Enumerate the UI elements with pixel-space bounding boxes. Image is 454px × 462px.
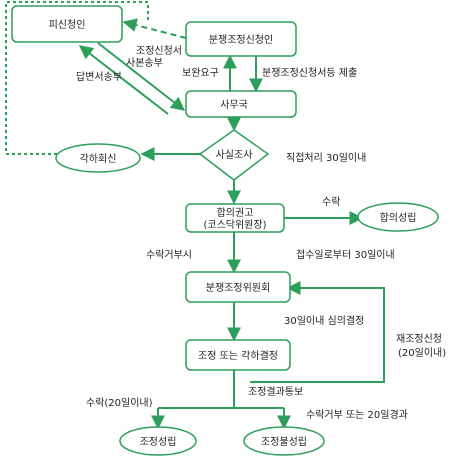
label-accept: 수락	[322, 196, 340, 208]
node-applicant-label: 분쟁조정신청인	[209, 34, 273, 46]
arrow-reapplication-loop	[250, 281, 385, 383]
node-committee-label: 분쟁조정위원회	[206, 281, 270, 294]
dashed-loop-respondent	[5, 1, 149, 155]
label-within-30-days-receipt: 접수일로부터 30일이내	[296, 249, 395, 261]
dashed-arrow-applicant-to-respondent	[122, 18, 187, 39]
node-success-ellipse	[119, 426, 197, 456]
node-decision-box	[185, 339, 291, 371]
label-deliberate-30-days: 30일이내 심의결정	[284, 315, 364, 327]
node-failure-label: 조정불성립	[261, 435, 307, 448]
label-reject-or-20-days: 수락거부 또는 20일경과	[306, 408, 408, 421]
node-respondent-box	[11, 5, 123, 43]
label-request-supplement: 보완요구	[182, 67, 219, 79]
node-secretariat-label: 사무국	[220, 99, 248, 111]
node-secretariat-box	[185, 90, 297, 118]
label-reapplication-2: (20일이내)	[398, 347, 446, 359]
node-success-label: 조정성립	[140, 435, 177, 448]
node-recommendation-box	[185, 203, 285, 233]
node-dismissal-ellipse	[55, 143, 141, 173]
arrow-respondent-to-secretariat	[97, 42, 186, 111]
node-agreement-label: 합의성립	[380, 211, 417, 224]
node-agreement-ellipse	[357, 202, 439, 232]
label-submit-documents: 분쟁조정신청서등 제출	[262, 67, 357, 79]
arrow-secretariat-to-respondent	[78, 45, 169, 115]
node-fact-finding-label: 사실조사	[216, 149, 253, 161]
node-committee-box	[185, 271, 291, 303]
label-reapplication-1: 재조정신청	[396, 333, 442, 345]
node-dismissal-label: 각하회신	[80, 152, 117, 165]
label-accept-20-days: 수락(20일이내)	[86, 397, 153, 409]
label-application-copy-1: 조정신청서	[136, 45, 182, 57]
label-direct-processing: 직접처리 30일이내	[286, 152, 366, 164]
label-on-rejection: 수락거부시	[146, 249, 192, 261]
node-applicant-box	[185, 21, 297, 57]
node-recommendation-label-1: 합의권고	[217, 207, 254, 219]
label-reply-submission: 답변서송부	[76, 71, 122, 83]
node-fact-finding-diamond	[198, 129, 270, 181]
label-application-copy-2: 사본송부	[126, 57, 163, 69]
node-recommendation-label-2: (코스닥위원장)	[203, 218, 266, 231]
label-result-notice: 조정결과통보	[248, 386, 303, 398]
node-failure-ellipse	[243, 426, 325, 456]
node-decision-label: 조정 또는 각하결정	[198, 349, 278, 362]
node-respondent-label: 피신청인	[49, 19, 86, 31]
